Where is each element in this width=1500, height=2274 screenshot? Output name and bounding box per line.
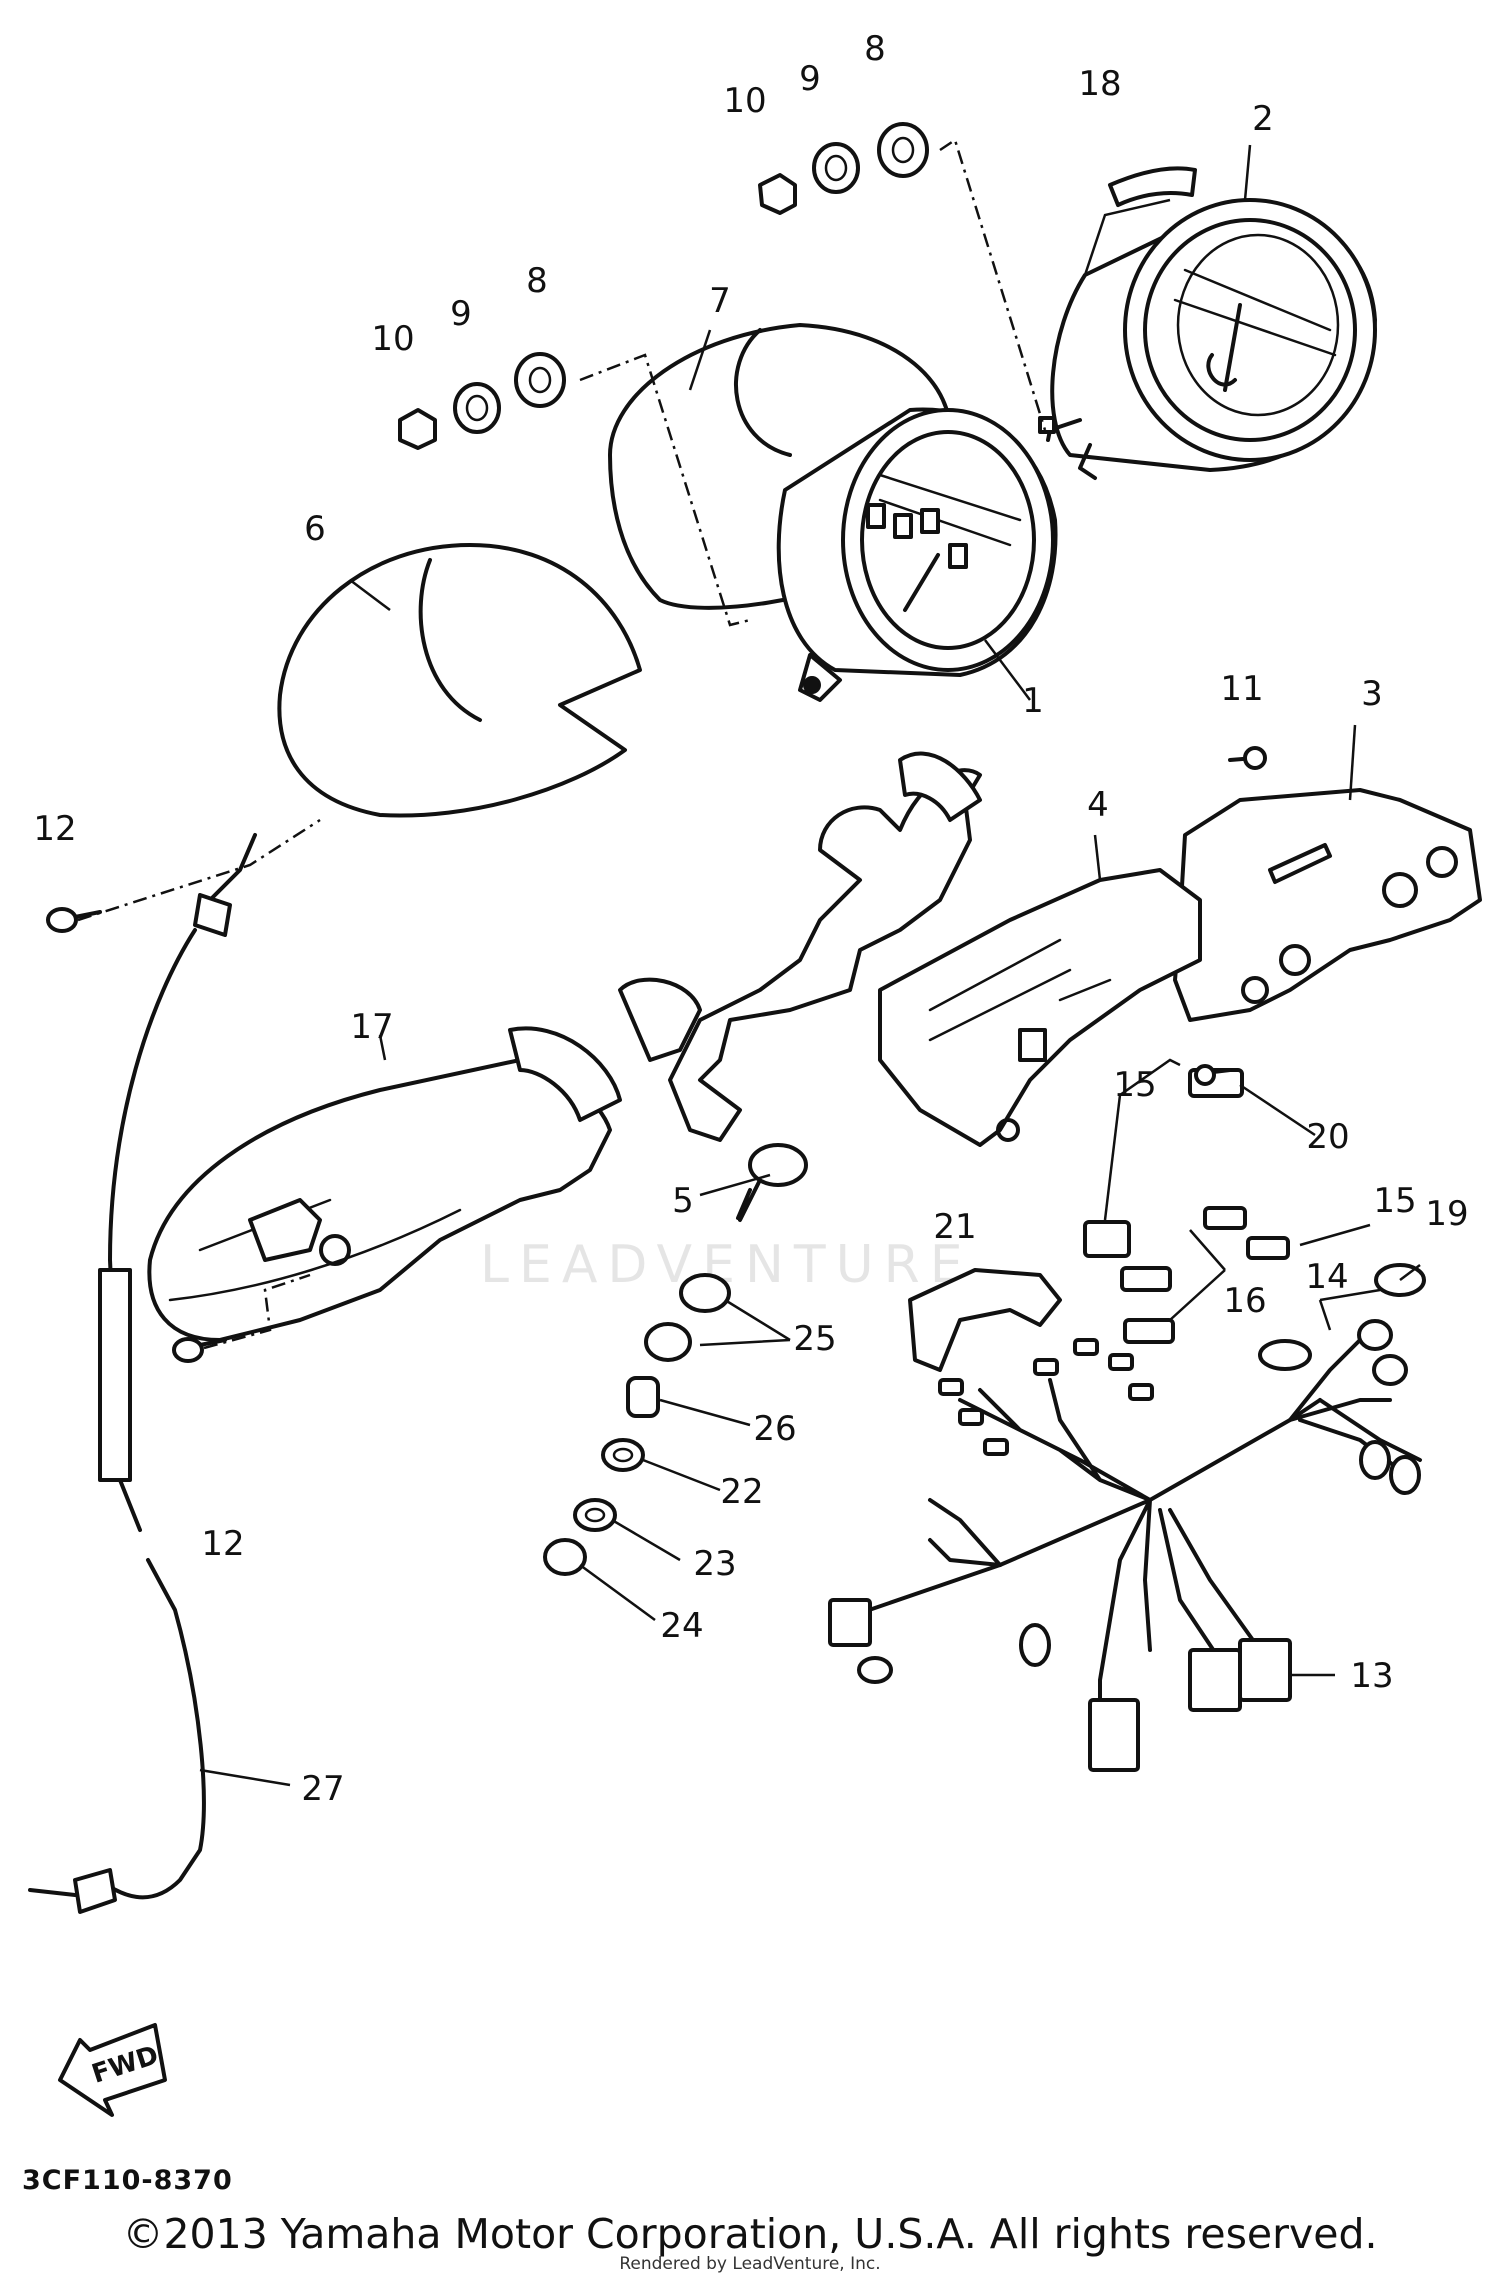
- label-26: 26: [753, 1409, 796, 1449]
- label-21: 21: [933, 1207, 976, 1247]
- label-25: 25: [793, 1319, 836, 1359]
- label-4: 4: [1087, 785, 1109, 825]
- label-9b: 9: [450, 294, 472, 334]
- holder-clamp-upper: [898, 751, 982, 822]
- part-3-holes: [1241, 843, 1458, 1004]
- label-10b: 10: [371, 319, 414, 359]
- label-15a: 15: [1113, 1065, 1156, 1105]
- part-6-cover: [277, 543, 642, 818]
- part-1-speedometer: [776, 407, 1058, 702]
- label-14: 14: [1305, 1257, 1348, 1297]
- label-11: 11: [1220, 669, 1263, 709]
- label-13: 13: [1350, 1656, 1393, 1696]
- label-8b: 8: [526, 261, 548, 301]
- label-2: 2: [1252, 99, 1274, 139]
- label-20: 20: [1306, 1117, 1349, 1157]
- label-7: 7: [709, 281, 731, 321]
- part-labels: 8 9 10 18 2 8 9 10 7 6 1 11 3 4 12 17 15…: [33, 29, 1468, 1809]
- label-6: 6: [304, 509, 326, 549]
- label-16: 16: [1223, 1281, 1266, 1321]
- label-9a: 9: [799, 59, 821, 99]
- label-12b: 12: [201, 1524, 244, 1564]
- copyright-notice: ©2013 Yamaha Motor Corporation, U.S.A. A…: [122, 2210, 1378, 2258]
- part-17-lower-cover: [147, 1058, 612, 1342]
- label-5: 5: [672, 1181, 694, 1221]
- grommet-group: [543, 1273, 731, 1576]
- washer-group-lower: [398, 352, 566, 450]
- label-3: 3: [1361, 674, 1383, 714]
- fwd-arrow-icon: FWD: [58, 2023, 167, 2117]
- part-17-clamp: [508, 1026, 622, 1122]
- leader-lines: [77, 138, 1421, 1787]
- part-18-clip: [1108, 166, 1197, 207]
- part-21-bracket: [908, 1268, 1062, 1372]
- part-13-wire-harness: [828, 1319, 1422, 1772]
- label-23: 23: [693, 1544, 736, 1584]
- label-1: 1: [1022, 681, 1044, 721]
- part-4-panel: [878, 868, 1202, 1147]
- label-12a: 12: [33, 809, 76, 849]
- part-5-bolt: [736, 1143, 808, 1222]
- holder-bracket: [668, 768, 982, 1142]
- label-19: 19: [1425, 1194, 1468, 1234]
- diagram-code: 3CF110-8370: [22, 2165, 233, 2196]
- label-18: 18: [1078, 64, 1121, 104]
- rendered-by-notice: Rendered by LeadVenture, Inc.: [619, 2254, 881, 2274]
- label-8a: 8: [864, 29, 886, 69]
- washer-group-upper: [758, 122, 929, 215]
- part-3-bracket: [1173, 788, 1482, 1022]
- label-27: 27: [301, 1769, 344, 1809]
- part-27-cable: [28, 833, 257, 1914]
- label-15b: 15: [1373, 1181, 1416, 1221]
- screw-group: [46, 746, 1267, 1363]
- label-17: 17: [350, 1007, 393, 1047]
- label-10a: 10: [723, 81, 766, 121]
- label-24: 24: [660, 1606, 703, 1646]
- part-2-tachometer: [1038, 198, 1377, 480]
- label-22: 22: [720, 1472, 763, 1512]
